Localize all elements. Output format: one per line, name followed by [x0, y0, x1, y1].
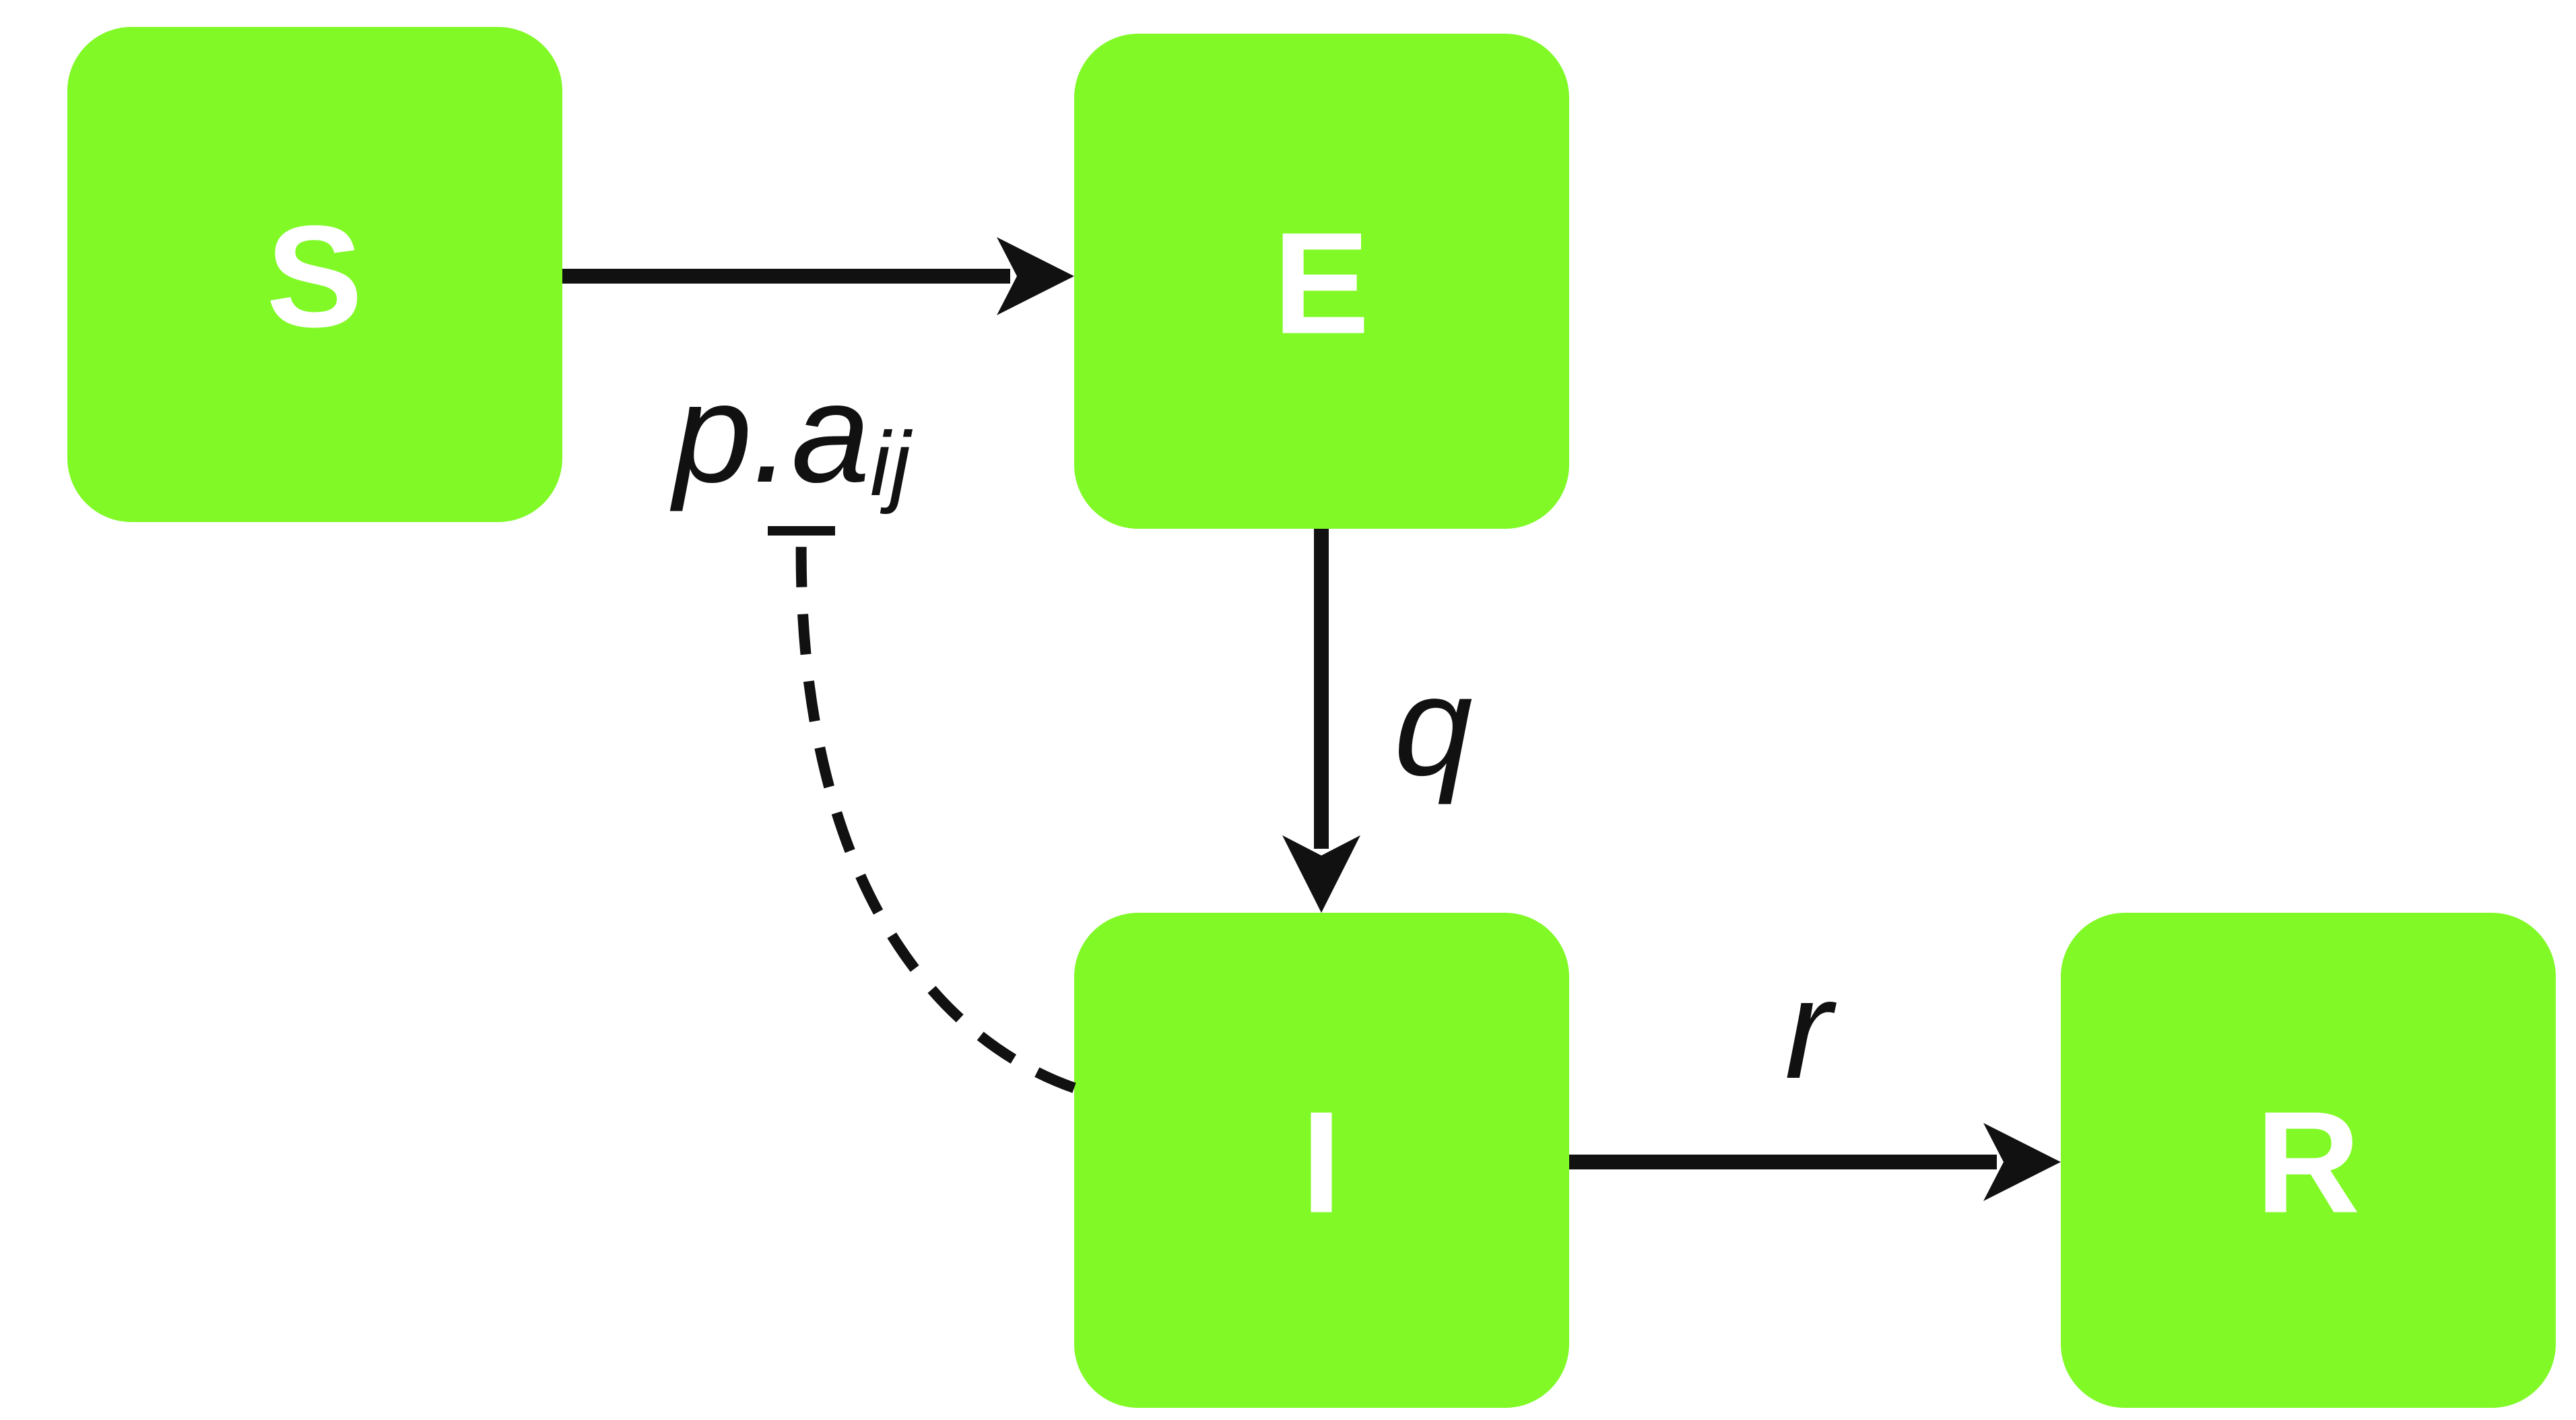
edge-i-to-r-rate-label: r — [1785, 950, 1837, 1108]
node-s: S — [67, 27, 562, 522]
edge-s-to-e — [562, 237, 1074, 315]
node-i: I — [1074, 913, 1569, 1408]
edge-e-to-i — [1282, 529, 1360, 913]
node-i-box — [1074, 913, 1569, 1408]
edge-e-to-i-arrowhead — [1282, 835, 1360, 913]
node-e-box — [1074, 34, 1569, 529]
rate-label-main: p.a — [669, 354, 870, 512]
feedback-dashed-curve — [795, 528, 1076, 1093]
edge-e-to-i-rate-label: q — [1394, 647, 1473, 805]
node-e-label: E — [1273, 202, 1369, 364]
node-s-box — [67, 27, 562, 522]
node-s-label: S — [266, 195, 362, 358]
rate-label-subscript: ij — [870, 413, 913, 515]
edge-i-to-r — [1569, 1123, 2061, 1201]
edge-s-to-e-arrowhead — [997, 237, 1074, 315]
edge-i-to-r-arrowhead — [1983, 1123, 2061, 1201]
node-r: R — [2061, 913, 2556, 1408]
edge-i-to-rate-feedback — [768, 526, 1076, 1093]
edge-s-to-e-rate-label: p.aij — [669, 354, 913, 515]
node-r-label: R — [2255, 1081, 2360, 1244]
node-i-label: I — [1301, 1081, 1342, 1244]
node-r-box — [2061, 913, 2556, 1408]
node-e: E — [1074, 34, 1569, 529]
